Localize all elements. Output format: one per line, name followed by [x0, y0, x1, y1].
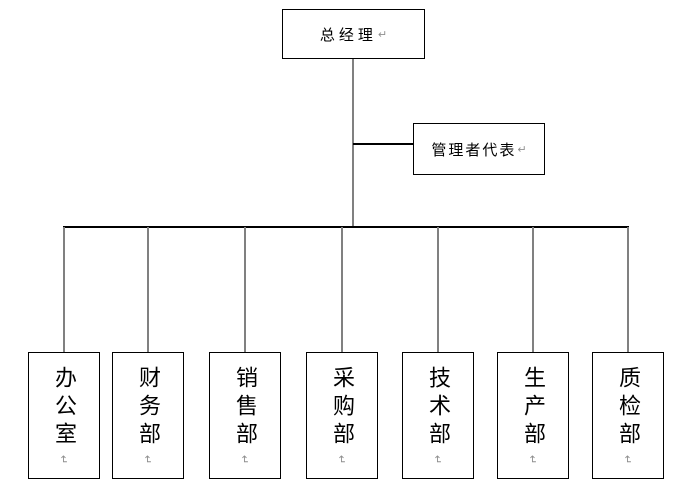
connector-drop-quality	[627, 227, 629, 352]
connector-drop-finance	[147, 227, 149, 352]
connector-drop-production	[532, 227, 534, 352]
paragraph-mark-icon: ↵	[621, 454, 635, 464]
dept-box-production: 生产部 ↵	[497, 352, 569, 479]
paragraph-mark-icon: ↵	[141, 454, 155, 464]
connector-drop-purchasing	[341, 227, 343, 352]
node-label: 总经理	[319, 27, 377, 44]
node-label: 采购部	[330, 365, 355, 450]
paragraph-mark-icon: ↵	[57, 454, 71, 464]
dept-box-sales: 销售部 ↵	[209, 352, 281, 479]
node-label: 财务部	[136, 365, 161, 450]
connector-drop-office	[63, 227, 65, 352]
dept-box-quality: 质检部 ↵	[592, 352, 664, 479]
paragraph-mark-icon: ↵	[335, 454, 349, 464]
node-label: 办公室	[52, 365, 77, 450]
dept-box-technology: 技术部 ↵	[402, 352, 474, 479]
paragraph-mark-icon: ↵	[238, 454, 252, 464]
org-node-general-manager: 总经理↵	[282, 9, 425, 59]
node-label: 管理者代表	[431, 142, 517, 159]
paragraph-mark-icon: ↵	[517, 142, 527, 156]
connector-main-horizontal	[63, 226, 629, 228]
paragraph-mark-icon: ↵	[431, 454, 445, 464]
connector-drop-sales	[244, 227, 246, 352]
paragraph-mark-icon: ↵	[377, 27, 388, 41]
connector-staff-branch	[353, 143, 413, 145]
paragraph-mark-icon: ↵	[526, 454, 540, 464]
node-label: 技术部	[426, 365, 451, 450]
dept-box-office: 办公室 ↵	[28, 352, 100, 479]
connector-drop-technology	[437, 227, 439, 352]
dept-box-purchasing: 采购部 ↵	[306, 352, 378, 479]
dept-box-finance: 财务部 ↵	[112, 352, 184, 479]
node-label: 质检部	[616, 365, 641, 450]
org-node-management-representative: 管理者代表↵	[413, 123, 545, 175]
node-label: 生产部	[521, 365, 546, 450]
node-label: 销售部	[233, 365, 258, 450]
connector-root-vertical	[352, 59, 354, 227]
